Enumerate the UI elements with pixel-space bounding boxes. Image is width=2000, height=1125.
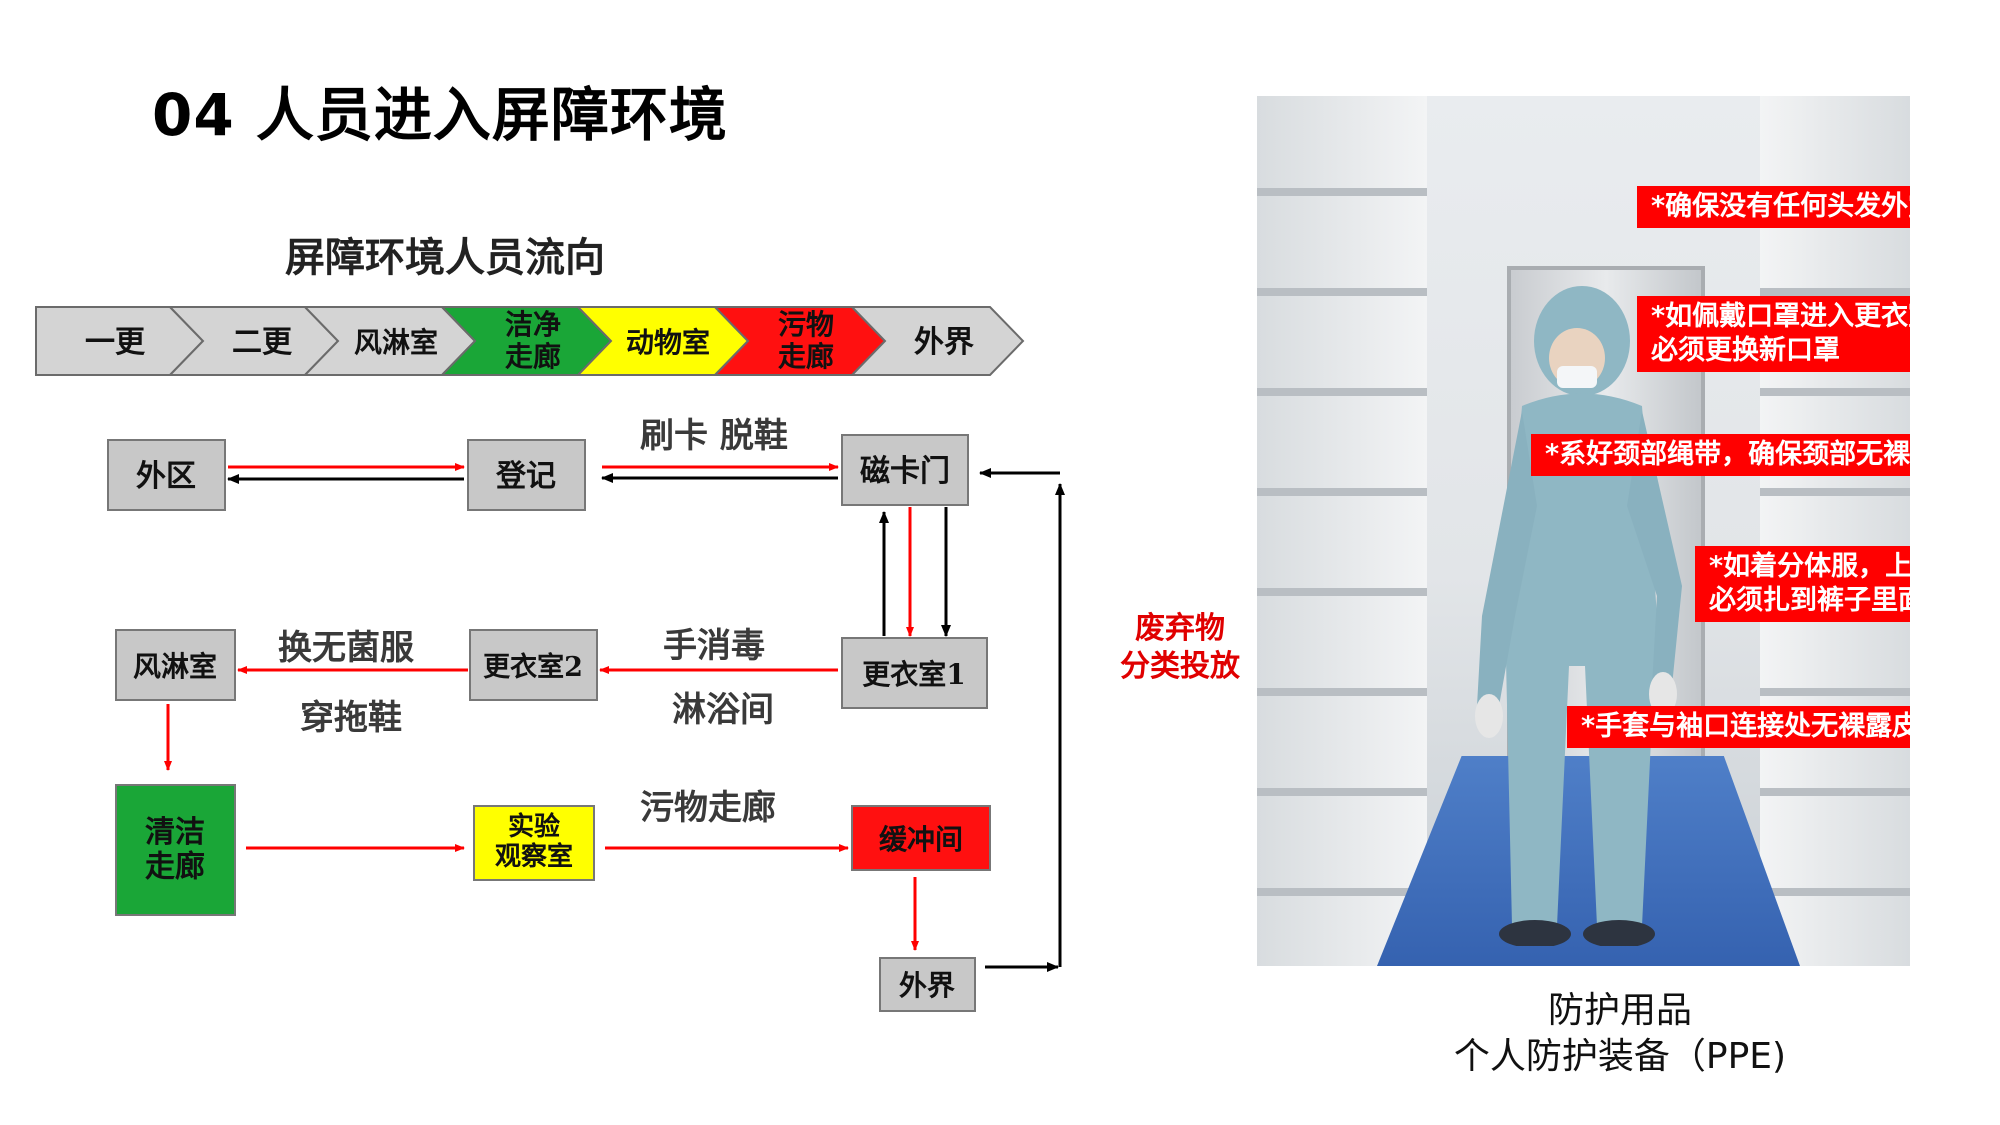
chevron-label-1: 一更 bbox=[85, 325, 146, 360]
node-register-label: 登记 bbox=[495, 459, 556, 494]
node-lab-room: 实验观察室 bbox=[473, 805, 595, 881]
ppe-note-split-suit: *如着分体服，上衣必须扎到裤子里面 bbox=[1695, 546, 1910, 622]
photo-shelves-left bbox=[1257, 96, 1427, 966]
node-buffer-box bbox=[851, 805, 991, 871]
node-register-box bbox=[467, 439, 586, 511]
flow-title: 屏障环境人员流向 bbox=[285, 234, 605, 281]
node-outside-label: 外界 bbox=[899, 969, 955, 1002]
node-buffer-label: 缓冲间 bbox=[879, 823, 963, 856]
chevron-label-3: 风淋室 bbox=[354, 326, 438, 359]
node-clean-corridor-label: 清洁走廊 bbox=[145, 815, 205, 885]
flow-nodes: 外区 登记 磁卡门 更衣室1 更衣室2 风淋室 清洁走廊 实验观察室 bbox=[107, 434, 991, 1012]
node-outer-zone: 外区 bbox=[107, 439, 226, 511]
label-waste-sorting: 废弃物分类投放 bbox=[1120, 611, 1240, 684]
node-outer-zone-box bbox=[107, 439, 226, 511]
label-sterile-clothes: 换无菌服 bbox=[278, 628, 414, 668]
node-card-door-label: 磁卡门 bbox=[860, 454, 950, 489]
chevron-step-7: 外界 bbox=[849, 306, 1025, 376]
label-shower: 淋浴间 bbox=[672, 690, 774, 730]
label-dirty-corridor: 污物走廊 bbox=[640, 788, 776, 828]
flow-diagram: 一更 二更 风淋室 洁净走廊 动物室 污物走廊 外界 bbox=[35, 306, 1065, 1012]
chevron-label-7: 外界 bbox=[914, 325, 974, 360]
node-outside: 外界 bbox=[879, 957, 976, 1012]
ppe-note-neck: *系好颈部绳带，确保颈部无裸露 bbox=[1531, 434, 1910, 476]
node-card-door-box bbox=[841, 434, 969, 506]
ppe-note-hair: *确保没有任何头发外露 bbox=[1637, 186, 1910, 228]
node-locker1-label: 更衣室1 bbox=[862, 658, 965, 691]
node-air-shower-label: 风淋室 bbox=[133, 650, 217, 683]
ppe-caption-line2: 个人防护装备（PPE) bbox=[1453, 1036, 1787, 1077]
chevron-step-2: 二更 bbox=[167, 306, 340, 376]
sequence-bar: 一更 二更 风淋室 洁净走廊 动物室 污物走廊 外界 bbox=[35, 306, 1025, 376]
ppe-photo: *确保没有任何头发外露 *如佩戴口罩进入更衣室必须更换新口罩 *系好颈部绳带，确… bbox=[1257, 96, 1910, 966]
chevron-shape-7 bbox=[849, 306, 1025, 376]
chevron-label-6: 污物走廊 bbox=[778, 308, 834, 373]
chevron-step-1: 一更 bbox=[35, 306, 205, 376]
ppe-caption-line1: 防护用品 bbox=[1547, 990, 1692, 1031]
label-slippers: 穿拖鞋 bbox=[300, 698, 402, 738]
node-locker2: 更衣室2 bbox=[469, 629, 598, 701]
node-buffer: 缓冲间 bbox=[851, 805, 991, 871]
chevron-label-2: 二更 bbox=[232, 325, 293, 360]
node-locker2-box bbox=[469, 629, 598, 701]
node-outside-box bbox=[879, 957, 976, 1012]
label-hand-disinfect: 手消毒 bbox=[663, 626, 765, 666]
node-lab-room-box bbox=[473, 805, 595, 881]
node-air-shower: 风淋室 bbox=[115, 629, 236, 701]
photo-person-in-ppe bbox=[1475, 286, 1682, 946]
node-lab-room-label: 实验观察室 bbox=[495, 811, 573, 872]
ppe-note-gloves: *手套与袖口连接处无裸露皮肤 bbox=[1567, 706, 1910, 748]
label-swipe-shoes: 刷卡 脱鞋 bbox=[640, 416, 788, 456]
node-clean-corridor: 清洁走廊 bbox=[115, 784, 236, 916]
node-locker1-box bbox=[841, 637, 988, 709]
ppe-note-mask: *如佩戴口罩进入更衣室必须更换新口罩 bbox=[1637, 296, 1910, 372]
node-clean-corridor-box bbox=[115, 784, 236, 916]
photo-shelves-right bbox=[1760, 96, 1910, 966]
node-outer-zone-label: 外区 bbox=[136, 459, 196, 494]
chevron-label-4: 洁净走廊 bbox=[505, 308, 561, 373]
flow-arrows bbox=[164, 463, 1065, 972]
chevron-label-5: 动物室 bbox=[626, 326, 710, 359]
node-locker1: 更衣室1 bbox=[841, 637, 988, 709]
node-locker2-label: 更衣室2 bbox=[483, 651, 583, 683]
node-air-shower-box bbox=[115, 629, 236, 701]
node-card-door: 磁卡门 bbox=[841, 434, 969, 506]
chevron-step-6: 污物走廊 bbox=[712, 306, 887, 376]
ppe-caption: 防护用品 个人防护装备（PPE) bbox=[1420, 988, 1820, 1080]
node-register: 登记 bbox=[467, 439, 586, 511]
page-title: 04 人员进入屏障环境 bbox=[152, 81, 728, 149]
